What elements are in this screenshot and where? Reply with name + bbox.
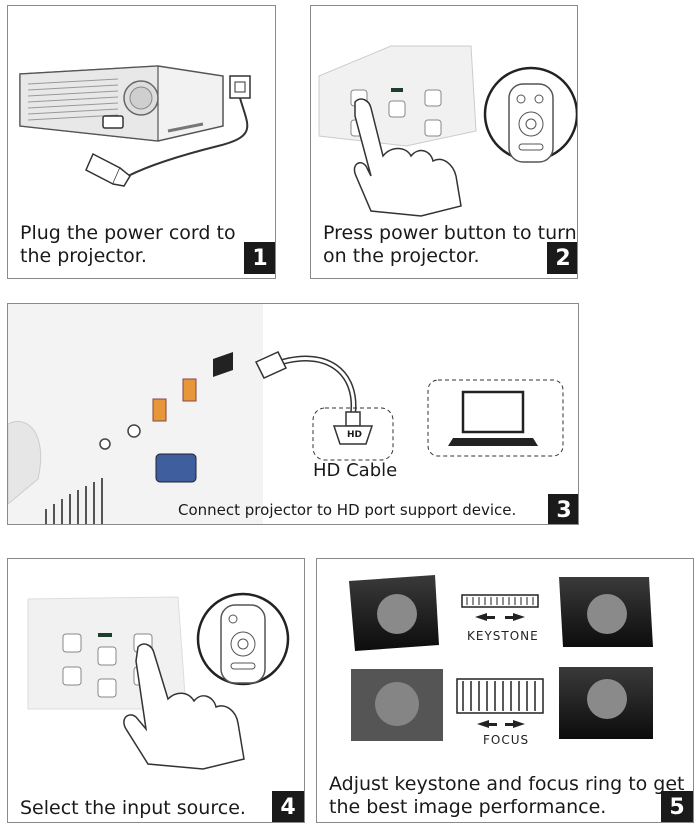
focus-ring-icon (456, 678, 544, 728)
caption-line: Adjust keystone and focus ring to get (329, 773, 685, 795)
laptop-icon (448, 390, 538, 446)
corrected-image-icon (559, 577, 653, 647)
caption-line: Press power button to turn (323, 222, 577, 244)
step-number-badge: 1 (244, 242, 275, 274)
wall-outlet-icon (229, 75, 251, 99)
step-number-badge: 3 (548, 494, 578, 524)
audio-port-icon (99, 438, 111, 450)
hd-connection-illustration (8, 304, 564, 524)
hand-pointer-icon (353, 98, 462, 217)
step-4-caption: Select the input source. (20, 797, 246, 819)
step-2-panel: Press power button to turn on the projec… (310, 5, 578, 279)
caption-line: on the projector. (323, 245, 480, 267)
step-1-panel: Plug the power cord to the projector. 1 (7, 5, 276, 279)
hdmi-port-icon (213, 352, 233, 377)
caption-line: the projector. (20, 245, 147, 267)
connector-dashed-box (312, 407, 394, 461)
caption-line: the best image performance. (329, 796, 607, 818)
step-3-panel: HD HD Cable Connect projector to HD port… (7, 303, 579, 525)
av-port-icon (127, 424, 141, 438)
distorted-image-icon (349, 575, 439, 651)
projector-side-icon (8, 304, 263, 524)
step-1-caption: Plug the power cord to the projector. (20, 222, 236, 268)
select-source-illustration (27, 592, 290, 770)
keystone-label: KEYSTONE (467, 629, 539, 643)
step-5-caption: Adjust keystone and focus ring to get th… (329, 773, 685, 819)
caption-line: Plug the power cord to (20, 222, 236, 244)
vga-port-icon (155, 453, 197, 483)
keystone-focus-illustration (349, 575, 653, 741)
step-3-caption: Connect projector to HD port support dev… (178, 501, 517, 519)
keystone-dial-icon (461, 594, 539, 621)
projector-power-illustration (19, 65, 251, 187)
keypad-icon (318, 45, 477, 147)
remote-control-icon (196, 592, 290, 686)
hd-cable-label: HD Cable (313, 460, 398, 481)
projector-icon (19, 65, 224, 142)
step-4-panel: Select the input source. 4 (7, 558, 305, 823)
press-power-illustration (318, 45, 577, 217)
usb-port-icon (182, 378, 197, 402)
laptop-dashed-box (427, 379, 564, 457)
hand-pointer-icon (123, 643, 245, 770)
step-number-badge: 5 (661, 791, 693, 822)
connector-label: HD (347, 430, 363, 440)
remote-control-icon (483, 66, 577, 163)
step-2-caption: Press power button to turn on the projec… (323, 222, 577, 268)
hdmi-plug-icon (254, 351, 288, 379)
focus-label: FOCUS (483, 733, 530, 747)
step-number-badge: 4 (272, 791, 304, 822)
hd-connector-icon (332, 411, 374, 445)
power-plug-icon (85, 152, 131, 187)
step-5-panel: KEYSTONE FOCUS Adjust keystone and focus… (316, 558, 694, 823)
blurry-image-icon (351, 669, 443, 741)
sharp-image-icon (559, 667, 653, 739)
step-number-badge: 2 (547, 242, 577, 274)
usb-port-icon (152, 398, 167, 422)
